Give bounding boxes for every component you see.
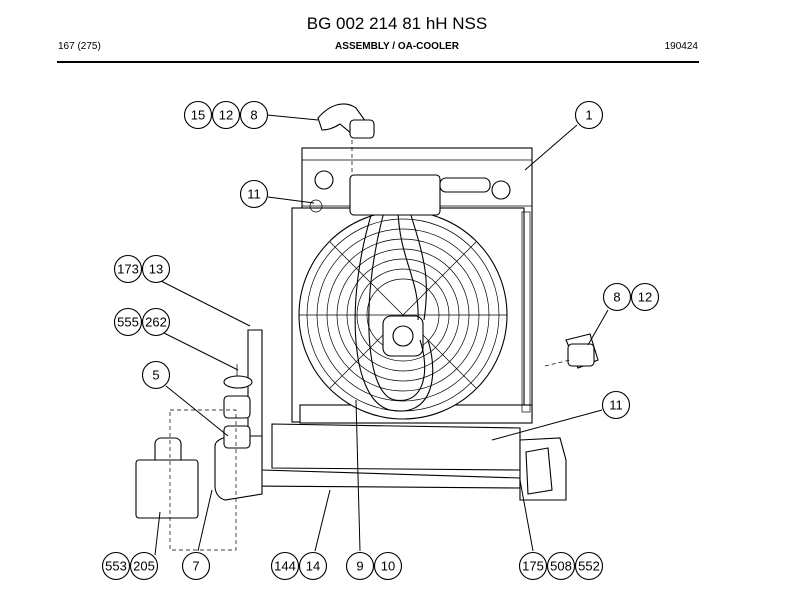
fan-assembly <box>298 210 508 420</box>
callout-label: 8 <box>250 108 257 123</box>
callout-label: 1 <box>585 108 592 123</box>
callout-label: 11 <box>609 398 623 413</box>
callout-11-right: 11 <box>601 390 631 420</box>
callout-label: 262 <box>145 315 167 330</box>
callout-label: 205 <box>133 559 155 574</box>
callout-9-10: 9 10 <box>345 551 403 581</box>
callout-label: 10 <box>381 559 395 574</box>
callout-175-508-552: 175 508 552 <box>518 551 604 581</box>
filter-unit <box>135 409 237 551</box>
callout-label: 552 <box>578 559 600 574</box>
callout-label: 13 <box>149 262 163 277</box>
section-title: ASSEMBLY / OA-COOLER <box>335 41 459 52</box>
isolator-stack <box>223 364 253 449</box>
callout-7: 7 <box>181 551 211 581</box>
callout-label: 14 <box>306 559 320 574</box>
callout-label: 144 <box>274 559 296 574</box>
callout-label: 508 <box>550 559 572 574</box>
callout-label: 553 <box>105 559 127 574</box>
callout-label: 173 <box>117 262 139 277</box>
callout-label: 8 <box>613 290 620 305</box>
callout-15-12-8: 15 12 8 <box>183 100 269 130</box>
leader-lines <box>154 114 609 556</box>
callout-11-top: 11 <box>239 179 269 209</box>
document-title: BG 002 214 81 hH NSS <box>306 14 488 33</box>
callout-label: 11 <box>247 187 261 202</box>
callout-label: 7 <box>192 559 199 574</box>
mounting-frame <box>214 329 567 501</box>
callout-label: 12 <box>219 108 233 123</box>
elbow-fitting-right <box>565 333 599 369</box>
callout-label: 175 <box>522 559 544 574</box>
callout-label: 12 <box>638 290 652 305</box>
callout-553-205: 553 205 <box>101 551 159 581</box>
axis-line-right <box>544 359 571 367</box>
callout-1: 1 <box>574 100 604 130</box>
callout-5: 5 <box>141 360 171 390</box>
callout-8-12: 8 12 <box>602 282 660 312</box>
header-rule <box>57 61 699 63</box>
callout-label: 15 <box>191 108 205 123</box>
document-date: 190424 <box>664 41 698 52</box>
callout-label: 5 <box>152 368 159 383</box>
callout-144-14: 144 14 <box>270 551 328 581</box>
callout-label: 9 <box>356 559 363 574</box>
hydraulic-hoses <box>349 174 491 412</box>
page-number: 167 (275) <box>58 41 101 52</box>
elbow-fitting-top <box>317 103 375 139</box>
callout-label: 555 <box>117 315 139 330</box>
callout-173-13: 173 13 <box>113 254 171 284</box>
callout-555-262: 555 262 <box>113 307 171 337</box>
